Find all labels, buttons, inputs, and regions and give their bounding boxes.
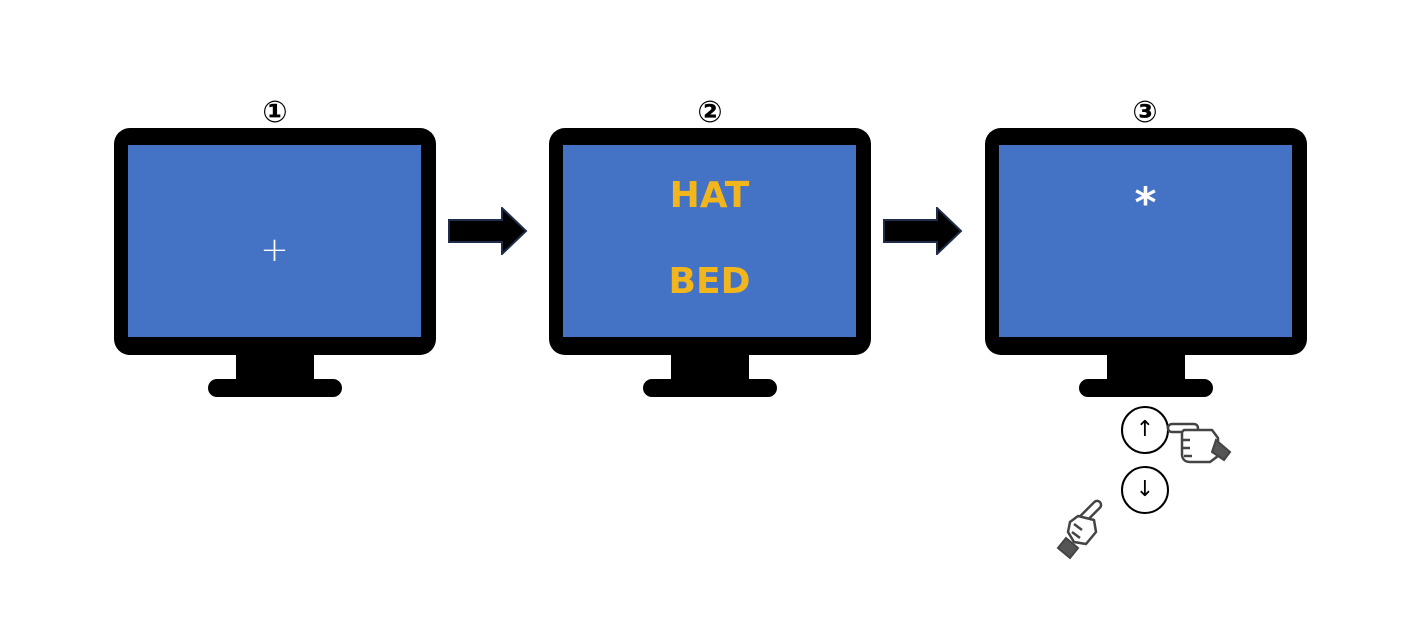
step-number-2: ② [697, 95, 723, 130]
arrow-right-icon [448, 207, 528, 255]
pointing-hand-icon [1166, 422, 1232, 464]
monitor-step-3: * [985, 128, 1307, 398]
monitor-bezel: * [985, 128, 1307, 355]
monitor-step-1: + [114, 128, 436, 398]
step-number-1: ① [262, 95, 288, 130]
monitor-foot [1079, 379, 1213, 397]
monitor-neck [1107, 354, 1185, 382]
monitor-step-2: HAT BED [549, 128, 871, 398]
pointing-hand-icon [1056, 499, 1103, 560]
monitor-screen: + [128, 145, 421, 337]
fixation-cross: + [260, 230, 289, 270]
probe-asterisk: * [1134, 178, 1157, 227]
monitor-screen: HAT BED [563, 145, 856, 337]
monitor-foot [643, 379, 777, 397]
monitor-screen: * [999, 145, 1292, 337]
word-bottom: BED [668, 261, 751, 302]
monitor-neck [671, 354, 749, 382]
up-key-button: ↑ [1121, 406, 1169, 454]
monitor-neck [236, 354, 314, 382]
word-top: HAT [669, 175, 750, 216]
arrow-right-icon [883, 207, 963, 255]
step-number-3: ③ [1132, 95, 1158, 130]
monitor-bezel: HAT BED [549, 128, 871, 355]
monitor-foot [208, 379, 342, 397]
down-key-button: ↓ [1121, 466, 1169, 514]
monitor-bezel: + [114, 128, 436, 355]
